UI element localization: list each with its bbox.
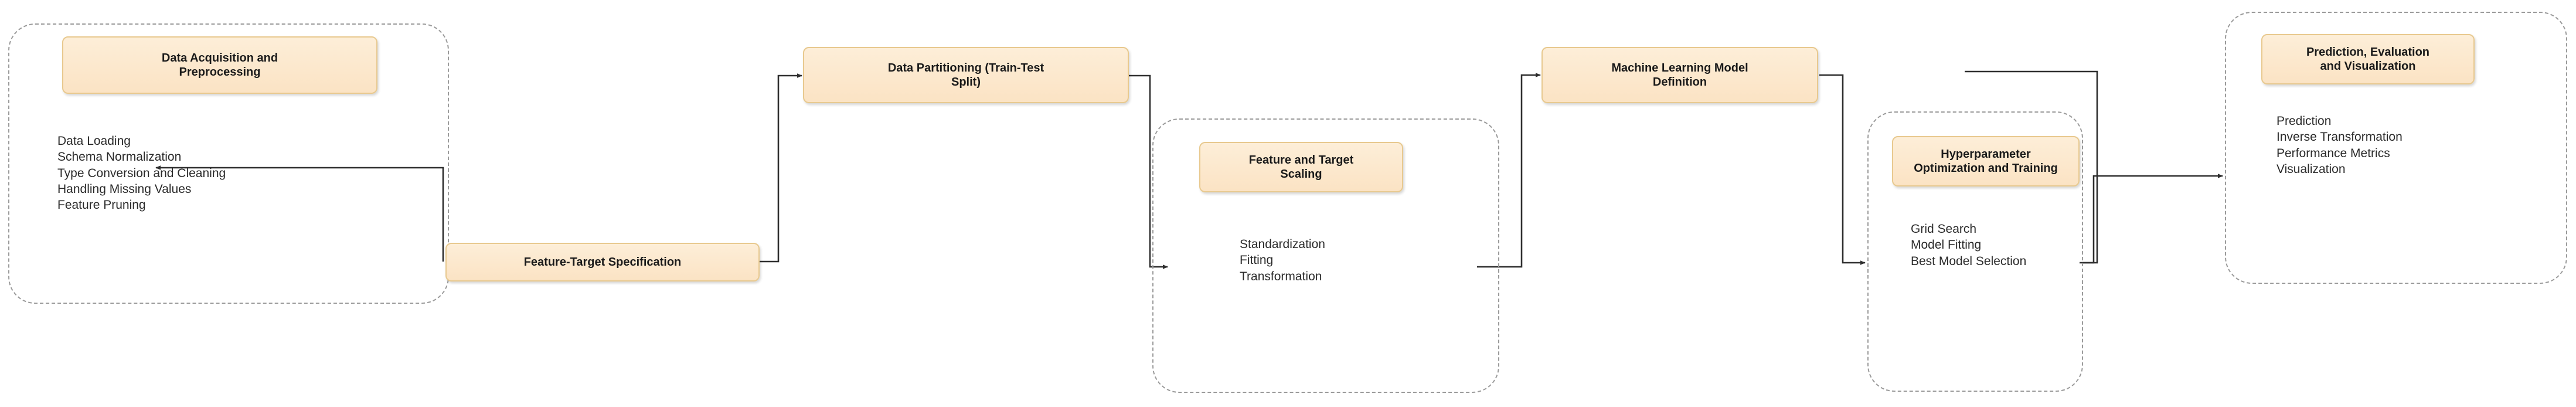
list-item: Standardization <box>1240 238 1325 251</box>
list-item: Prediction <box>2276 114 2332 128</box>
edge-hyper-out-to-pred <box>2080 176 2221 263</box>
list-item: Inverse Transformation <box>2276 130 2403 144</box>
list-item: Best Model Selection <box>1911 254 2027 268</box>
list-item: Model Fitting <box>1911 238 1982 252</box>
cluster-data-acquisition <box>8 23 449 304</box>
list-item: Handling Missing Values <box>57 182 192 196</box>
list-item: Data Loading <box>57 134 131 148</box>
edge-hyper-cluster-exit <box>2082 174 2223 264</box>
edge-spec-to-partitioning <box>758 73 802 263</box>
list-item: Grid Search <box>1911 222 1977 236</box>
list-feature-scaling: Standardization Fitting Transformation <box>1240 236 1325 284</box>
cluster-hyperparameter-optimization <box>1867 111 2083 392</box>
list-data-acquisition: Data Loading Schema Normalization Type C… <box>57 133 226 213</box>
cluster-feature-scaling <box>1152 118 1499 393</box>
node-prediction-header[interactable]: Prediction, Evaluation and Visualization <box>2261 34 2475 84</box>
node-feature-scaling-header[interactable]: Feature and Target Scaling <box>1199 142 1403 192</box>
list-item: Performance Metrics <box>2276 146 2390 160</box>
list-item: Transformation <box>1240 269 1322 283</box>
node-ml-model-definition[interactable]: Machine Learning Model Definition <box>1541 47 1818 103</box>
list-item: Schema Normalization <box>57 150 182 164</box>
list-prediction: Prediction Inverse Transformation Perfor… <box>2276 113 2403 177</box>
cluster-prediction-evaluation <box>2225 12 2567 284</box>
list-item: Type Conversion and Cleaning <box>57 166 226 180</box>
list-item: Fitting <box>1240 253 1274 267</box>
node-feature-target-specification[interactable]: Feature-Target Specification <box>445 243 760 281</box>
list-item: Visualization <box>2276 162 2346 176</box>
edge-model-to-hyperparameter <box>1819 74 1866 265</box>
node-hyperparameter-header[interactable]: Hyperparameter Optimization and Training <box>1892 136 2080 186</box>
list-item: Feature Pruning <box>57 198 146 212</box>
node-data-acquisition-header[interactable]: Data Acquisition and Preprocessing <box>62 36 377 94</box>
node-data-partitioning[interactable]: Data Partitioning (Train-Test Split) <box>803 47 1129 103</box>
list-hyperparameter: Grid Search Model Fitting Best Model Sel… <box>1911 221 2026 269</box>
